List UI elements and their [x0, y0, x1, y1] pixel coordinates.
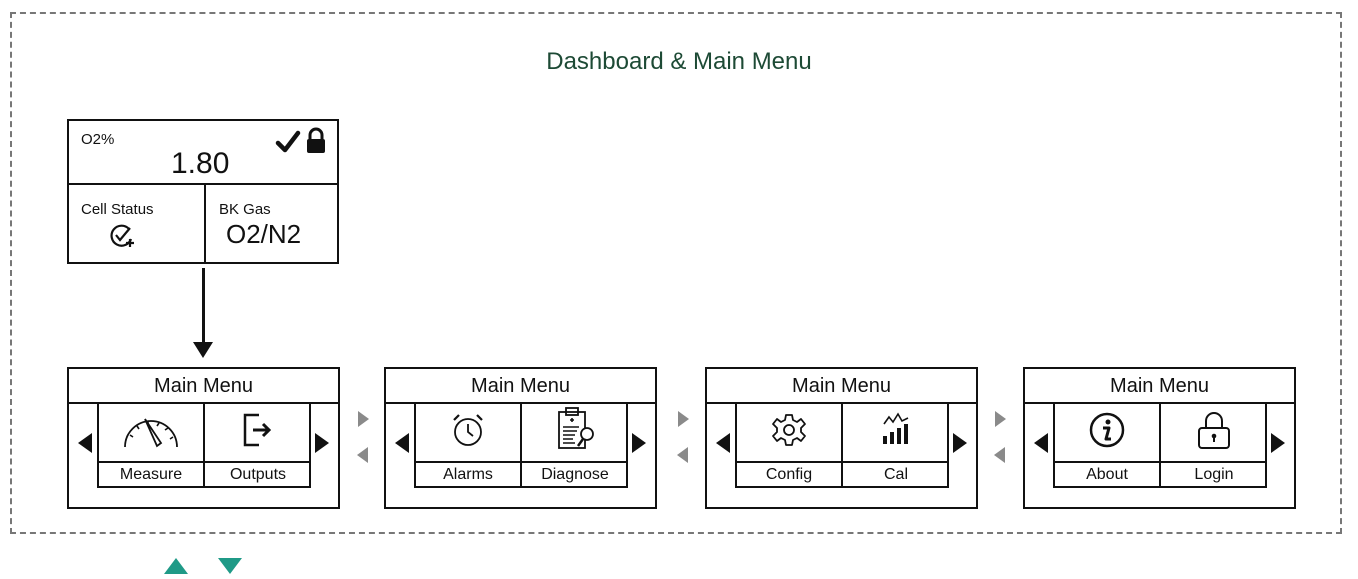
menu-items: Alarms Diagnose — [414, 402, 628, 488]
scroll-right-arrow[interactable] — [1271, 433, 1285, 453]
diagram-title: Dashboard & Main Menu — [546, 48, 812, 75]
measurement-row: O2% 1.80 — [69, 121, 337, 185]
scroll-left-arrow[interactable] — [395, 433, 409, 453]
nav-next-arrow — [995, 411, 1006, 427]
nav-prev-arrow — [357, 447, 368, 463]
main-menu-panel-3: Main Menu Config Cal — [705, 367, 978, 509]
flow-arrow-line — [202, 268, 205, 344]
measurement-label: O2% — [81, 131, 115, 148]
main-menu-header: Main Menu — [386, 369, 655, 404]
main-menu-panel-1: Main Menu Measure Outputs — [67, 367, 340, 509]
flow-arrow-head — [193, 342, 213, 358]
main-menu-header: Main Menu — [1025, 369, 1294, 404]
menu-item-about[interactable]: About — [1055, 402, 1161, 486]
menu-item-label: Measure — [99, 461, 203, 486]
menu-item-label: About — [1055, 461, 1159, 486]
menu-items: Measure Outputs — [97, 402, 311, 488]
down-arrow-key-icon[interactable] — [218, 558, 242, 574]
gauge-icon — [124, 418, 178, 448]
diagram-frame — [10, 12, 1342, 534]
scroll-right-arrow[interactable] — [953, 433, 967, 453]
alarm-clock-icon — [453, 414, 483, 446]
menu-item-alarms[interactable]: Alarms — [416, 402, 522, 486]
chart-icon — [883, 412, 909, 444]
main-menu-panel-4: Main Menu About Login — [1023, 367, 1296, 509]
nav-prev-arrow — [994, 447, 1005, 463]
main-menu-header: Main Menu — [69, 369, 338, 404]
main-menu-header: Main Menu — [707, 369, 976, 404]
menu-item-label: Diagnose — [522, 461, 628, 486]
menu-item-label: Config — [737, 461, 841, 486]
bk-gas-value: O2/N2 — [226, 219, 302, 249]
scroll-left-arrow[interactable] — [716, 433, 730, 453]
dashboard-screen: O2% 1.80 Cell Status BK Gas O2/N2 — [67, 119, 339, 264]
bk-gas-label: BK Gas — [219, 201, 271, 218]
scroll-left-arrow[interactable] — [1034, 433, 1048, 453]
info-icon — [1089, 412, 1125, 448]
menu-items: Config Cal — [735, 402, 949, 488]
nav-next-arrow — [678, 411, 689, 427]
menu-item-label: Outputs — [205, 461, 311, 486]
output-icon — [243, 413, 272, 447]
menu-items: About Login — [1053, 402, 1267, 488]
up-arrow-key-icon[interactable] — [164, 558, 188, 574]
menu-item-cal[interactable]: Cal — [843, 402, 949, 486]
lock-icon — [307, 127, 325, 153]
menu-item-label: Login — [1161, 461, 1267, 486]
gear-icon — [772, 414, 806, 446]
nav-next-arrow — [358, 411, 369, 427]
cell-ok-icon — [110, 224, 134, 247]
menu-item-label: Cal — [843, 461, 949, 486]
menu-item-diagnose[interactable]: Diagnose — [522, 402, 628, 486]
menu-item-config[interactable]: Config — [737, 402, 843, 486]
dashboard-divider — [204, 184, 206, 264]
menu-item-outputs[interactable]: Outputs — [205, 402, 311, 486]
nav-prev-arrow — [677, 447, 688, 463]
scroll-right-arrow[interactable] — [632, 433, 646, 453]
menu-item-measure[interactable]: Measure — [99, 402, 205, 486]
padlock-icon — [1198, 412, 1230, 449]
main-menu-panel-2: Main Menu Alarms — [384, 367, 657, 509]
menu-item-login[interactable]: Login — [1161, 402, 1267, 486]
measurement-value: 1.80 — [171, 147, 230, 180]
clipboard-search-icon — [558, 407, 594, 449]
cell-status-label: Cell Status — [81, 201, 154, 218]
scroll-right-arrow[interactable] — [315, 433, 329, 453]
scroll-left-arrow[interactable] — [78, 433, 92, 453]
menu-item-label: Alarms — [416, 461, 520, 486]
check-icon — [275, 130, 301, 153]
